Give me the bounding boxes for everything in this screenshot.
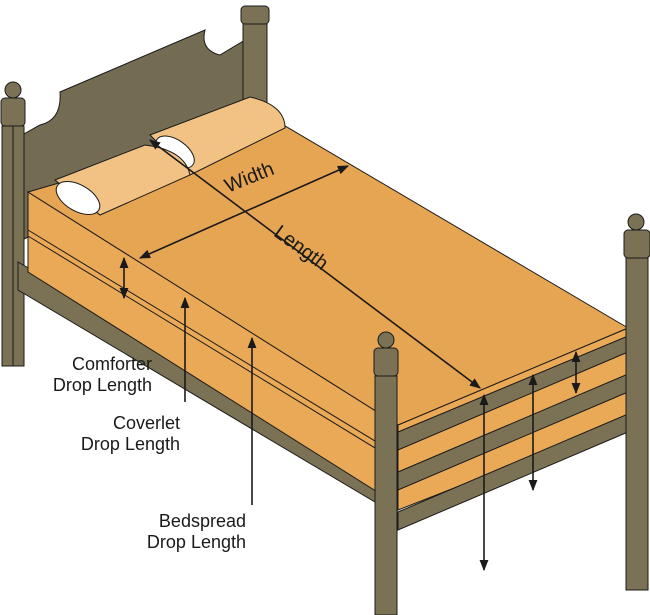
foot-rails bbox=[397, 335, 629, 531]
bedspread-drop-label: Bedspread Drop Length bbox=[110, 511, 246, 553]
comforter-line1: Comforter bbox=[71, 354, 152, 374]
left-head-post bbox=[0, 81, 26, 367]
comforter-drop-label: Comforter Drop Length bbox=[10, 354, 152, 396]
comforter-line2: Drop Length bbox=[52, 375, 152, 395]
front-right-post bbox=[623, 213, 650, 591]
bedspread-line2: Drop Length bbox=[146, 532, 246, 552]
coverlet-line2: Drop Length bbox=[80, 434, 180, 454]
bedspread-line1: Bedspread bbox=[158, 511, 246, 531]
front-left-post bbox=[373, 331, 399, 615]
measurement-arrows bbox=[119, 139, 581, 572]
coverlet-drop-label: Coverlet Drop Length bbox=[40, 413, 180, 455]
coverlet-line1: Coverlet bbox=[112, 413, 180, 433]
length-arrow bbox=[149, 139, 481, 389]
